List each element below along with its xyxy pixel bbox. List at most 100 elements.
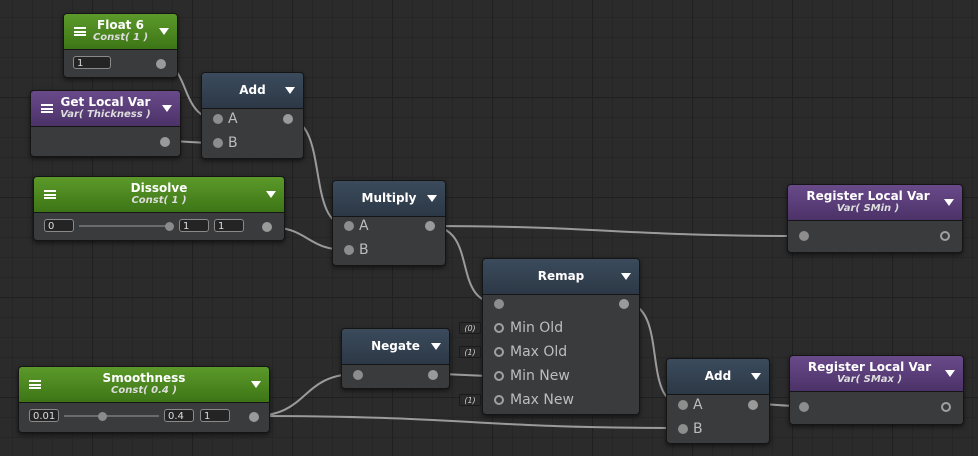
output-port[interactable] <box>428 370 438 380</box>
output-port[interactable] <box>249 412 259 422</box>
node-header[interactable]: Register Local Var Var( SMax ) <box>790 356 963 392</box>
dropdown-arrow-icon[interactable] <box>944 199 954 206</box>
node-multiply[interactable]: Multiply A B <box>332 180 446 266</box>
node-header[interactable]: Get Local Var Var( Thickness ) <box>31 91 180 127</box>
output-port[interactable] <box>425 221 435 231</box>
slider-knob[interactable] <box>98 412 107 421</box>
menu-icon[interactable] <box>44 190 56 199</box>
default-chip-max-new[interactable]: (1) <box>459 394 481 406</box>
input-label-min-old: Min Old <box>510 320 564 336</box>
node-add-bottom[interactable]: Add A B <box>666 358 770 444</box>
wire-smoothness-to-add-b <box>252 415 683 429</box>
node-subtitle: Var( SMin ) <box>836 203 900 214</box>
node-title: Remap <box>537 269 585 283</box>
min-field[interactable]: 0.01 <box>29 409 59 422</box>
value-field[interactable]: 0.4 <box>164 409 194 422</box>
node-header[interactable]: Negate <box>342 329 449 365</box>
node-get-local-var[interactable]: Get Local Var Var( Thickness ) <box>30 90 181 157</box>
input-port-min-old[interactable] <box>494 323 504 333</box>
input-port-b[interactable] <box>344 245 354 255</box>
dropdown-arrow-icon[interactable] <box>751 373 761 380</box>
input-label-b: B <box>228 135 238 151</box>
value-field[interactable]: 1 <box>73 56 111 69</box>
input-label-max-old: Max Old <box>510 344 568 360</box>
wire-multiply-to-register-smin <box>428 225 804 237</box>
node-register-local-var-smax[interactable]: Register Local Var Var( SMax ) <box>789 355 964 425</box>
node-title: Dissolve <box>130 181 188 195</box>
value-field[interactable]: 1 <box>179 219 209 232</box>
node-title: Register Local Var <box>807 360 932 374</box>
node-header[interactable]: Remap <box>483 259 639 295</box>
input-port-max-new[interactable] <box>494 395 504 405</box>
input-label-a: A <box>228 111 238 127</box>
input-port-a[interactable] <box>213 114 223 124</box>
node-smoothness[interactable]: Smoothness Const( 0.4 ) 0.01 0.4 1 <box>18 366 270 433</box>
output-port[interactable] <box>262 222 272 232</box>
default-chip-max-old[interactable]: (1) <box>459 346 481 358</box>
node-title: Smoothness <box>102 371 186 385</box>
input-label-max-new: Max New <box>510 392 574 408</box>
node-title: Add <box>239 83 266 97</box>
output-port[interactable] <box>619 299 629 309</box>
output-port[interactable] <box>156 59 166 69</box>
slider-knob[interactable] <box>165 222 174 231</box>
input-label-a: A <box>359 218 369 234</box>
max-field[interactable]: 1 <box>200 409 230 422</box>
node-remap[interactable]: Remap Min Old Max Old Min New Max New <box>482 258 640 415</box>
node-header[interactable]: Float 6 Const( 1 ) <box>64 14 177 50</box>
input-port-b[interactable] <box>213 138 223 148</box>
node-dissolve[interactable]: Dissolve Const( 1 ) 0 1 1 <box>33 176 285 241</box>
menu-icon[interactable] <box>41 104 53 113</box>
node-register-local-var-smin[interactable]: Register Local Var Var( SMin ) <box>787 184 963 253</box>
slider-track[interactable] <box>79 225 171 227</box>
slider-track[interactable] <box>64 415 159 417</box>
input-label-b: B <box>693 421 703 437</box>
node-title: Float 6 <box>97 18 144 32</box>
node-title: Add <box>704 369 732 383</box>
menu-icon[interactable] <box>29 380 41 389</box>
dropdown-arrow-icon[interactable] <box>266 191 276 198</box>
max-field[interactable]: 1 <box>214 219 244 232</box>
output-port[interactable] <box>940 231 950 241</box>
input-port-a[interactable] <box>344 221 354 231</box>
input-port[interactable] <box>799 231 809 241</box>
output-port[interactable] <box>160 137 170 147</box>
node-header[interactable]: Add <box>667 359 769 395</box>
default-chip-min-old[interactable]: (0) <box>459 322 481 334</box>
output-port[interactable] <box>941 402 951 412</box>
output-port[interactable] <box>748 400 758 410</box>
dropdown-arrow-icon[interactable] <box>285 87 295 94</box>
dropdown-arrow-icon[interactable] <box>159 28 169 35</box>
node-header[interactable]: Smoothness Const( 0.4 ) <box>19 367 269 403</box>
node-header[interactable]: Multiply <box>333 181 445 217</box>
input-label-min-new: Min New <box>510 368 570 384</box>
input-port-b[interactable] <box>678 424 688 434</box>
node-subtitle: Var( SMax ) <box>836 374 903 385</box>
input-port-min-new[interactable] <box>494 371 504 381</box>
input-port-value[interactable] <box>494 299 504 309</box>
menu-icon[interactable] <box>74 27 86 36</box>
dropdown-arrow-icon[interactable] <box>431 343 441 350</box>
min-field[interactable]: 0 <box>44 219 74 232</box>
input-port[interactable] <box>799 402 809 412</box>
dropdown-arrow-icon[interactable] <box>251 381 261 388</box>
node-title: Multiply <box>361 191 417 205</box>
node-title: Register Local Var <box>806 189 930 203</box>
dropdown-arrow-icon[interactable] <box>427 195 437 202</box>
input-port-max-old[interactable] <box>494 347 504 357</box>
node-title: Negate <box>371 339 420 353</box>
node-title: Get Local Var <box>60 95 151 109</box>
input-port-a[interactable] <box>678 400 688 410</box>
node-header[interactable]: Register Local Var Var( SMin ) <box>788 185 962 221</box>
input-port[interactable] <box>353 370 363 380</box>
node-float6[interactable]: Float 6 Const( 1 ) 1 <box>63 13 178 78</box>
node-header[interactable]: Dissolve Const( 1 ) <box>34 177 284 213</box>
node-negate[interactable]: Negate <box>341 328 450 389</box>
node-header[interactable]: Add <box>202 73 303 109</box>
output-port[interactable] <box>283 114 293 124</box>
dropdown-arrow-icon[interactable] <box>162 105 172 112</box>
node-subtitle: Var( Thickness ) <box>60 109 151 120</box>
dropdown-arrow-icon[interactable] <box>621 273 631 280</box>
node-add-top[interactable]: Add A B <box>201 72 304 159</box>
dropdown-arrow-icon[interactable] <box>945 370 955 377</box>
